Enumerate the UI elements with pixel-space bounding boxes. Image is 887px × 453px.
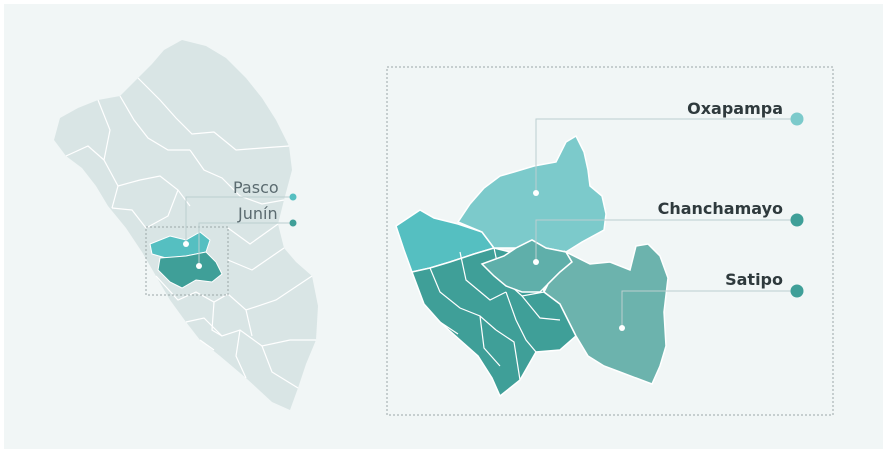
junin-label: Junín [238,204,278,223]
satipo-region[interactable] [543,243,669,385]
detail-frame [386,66,834,416]
pasco-marker[interactable] [289,193,297,201]
chanchamayo-dot [533,259,539,265]
peru-overview-map [54,40,318,410]
oxapampa-label: Oxapampa [687,99,783,118]
oxapampa-marker[interactable] [790,112,804,126]
satipo-dot [619,325,625,331]
pasco-leader-line [185,196,292,244]
satipo-marker[interactable] [790,284,804,298]
pasco-dot [183,241,189,247]
department-borders [65,77,316,389]
detail-map [386,66,834,416]
oxapampa-dot [533,190,539,196]
junin-dot [196,263,202,269]
pasco-label: Pasco [233,178,279,197]
chanchamayo-label: Chanchamayo [657,199,783,218]
satipo-leader-line [621,290,796,328]
oxapampa-leader-line [535,118,796,192]
chanchamayo-leader-line [535,219,796,262]
satipo-label: Satipo [725,270,783,289]
pasco-region[interactable] [149,231,211,259]
detail-extent-frame [145,226,229,296]
junin-leader-line [198,222,292,266]
junin-marker[interactable] [289,219,297,227]
chanchamayo-marker[interactable] [790,213,804,227]
